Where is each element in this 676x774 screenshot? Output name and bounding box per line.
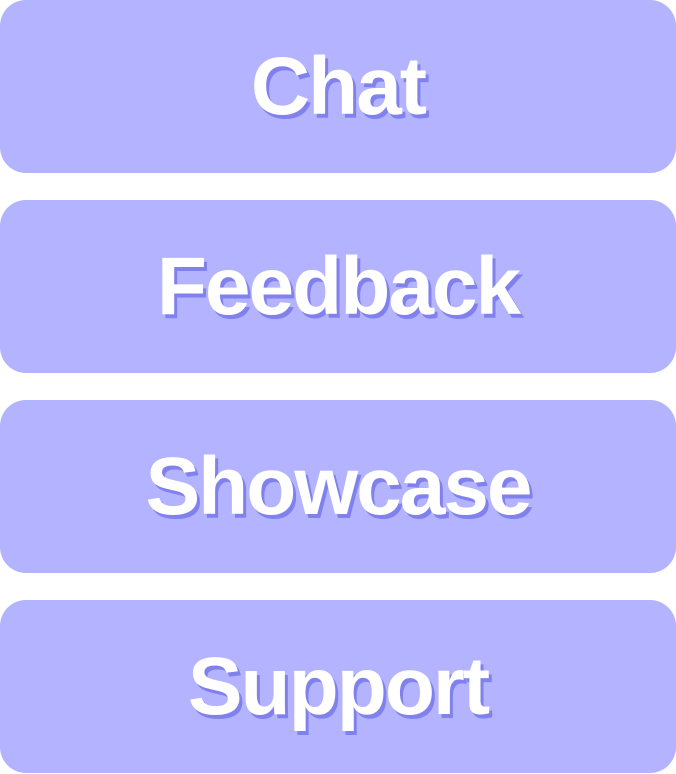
feedback-button[interactable]: Feedback bbox=[0, 200, 676, 373]
support-label: Support bbox=[187, 640, 490, 732]
chat-label: Chat bbox=[250, 40, 427, 132]
showcase-button[interactable]: Showcase bbox=[0, 400, 676, 573]
showcase-label: Showcase bbox=[145, 440, 532, 532]
feedback-label: Feedback bbox=[156, 240, 521, 332]
chat-button[interactable]: Chat bbox=[0, 0, 676, 173]
support-button[interactable]: Support bbox=[0, 600, 676, 773]
